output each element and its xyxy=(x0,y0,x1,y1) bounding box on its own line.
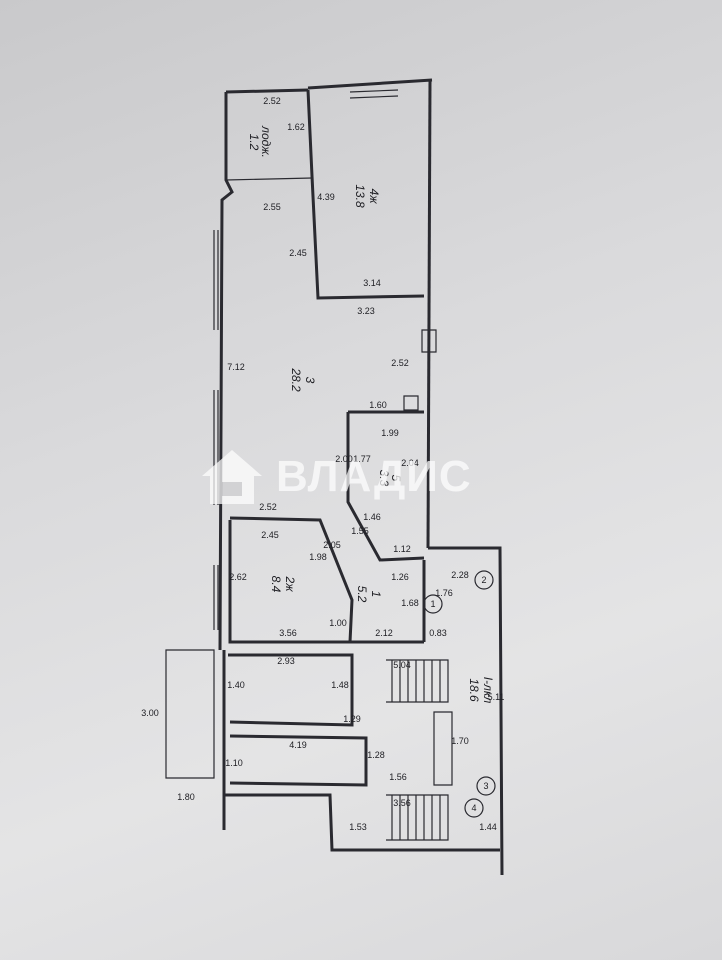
dimension-label: 3.23 xyxy=(357,306,375,316)
dimension-label: 0.83 xyxy=(429,628,447,638)
room-label-room4: 4ж xyxy=(367,189,381,205)
dimension-label: 1.62 xyxy=(287,122,305,132)
dimension-label: 1.99 xyxy=(381,428,399,438)
dimension-label: 2.52 xyxy=(263,96,281,106)
dimension-label: 1.53 xyxy=(349,822,367,832)
room-label-room1: 1 xyxy=(369,591,383,598)
dimension-label: 1.76 xyxy=(435,588,453,598)
marker-circle xyxy=(464,798,484,818)
dimension-label: 1.10 xyxy=(225,758,243,768)
watermark: ВЛАДИС xyxy=(200,447,530,507)
dimension-label: 1.98 xyxy=(309,552,327,562)
dimension-label: 1.70 xyxy=(451,736,469,746)
circle-markers: 1 2 3 4 xyxy=(423,570,496,818)
dimension-label: 2.52 xyxy=(259,502,277,512)
dimension-label: 1.44 xyxy=(479,822,497,832)
dimension-label: 1.26 xyxy=(391,572,409,582)
dimension-label: 4.39 xyxy=(317,192,335,202)
dimension-label: 1.68 xyxy=(401,598,419,608)
dimension-label: 2.04 xyxy=(401,458,419,468)
room-label-loggia: лодж. xyxy=(259,125,273,158)
dimension-label: 2.45 xyxy=(261,530,279,540)
dimension-label: 1.29 xyxy=(343,714,361,724)
dimension-label: 3.00 xyxy=(141,708,159,718)
room-area-room4: 13.8 xyxy=(353,184,367,208)
marker-label: 4 xyxy=(471,803,476,813)
dimension-label: 1.77 xyxy=(353,454,371,464)
marker-label: 2 xyxy=(481,575,486,585)
dimension-label: 2.12 xyxy=(375,628,393,638)
dimension-label: 1.56 xyxy=(389,772,407,782)
dimension-label: 3.56 xyxy=(393,798,411,808)
marker-circle xyxy=(423,594,443,614)
dimension-label: 1.80 xyxy=(177,792,195,802)
dimension-label: 2.28 xyxy=(451,570,469,580)
dimension-label: 3.14 xyxy=(363,278,381,288)
dimension-label: 1.12 xyxy=(393,544,411,554)
watermark-text: ВЛАДИС xyxy=(276,452,472,501)
room-label-room2: 2ж xyxy=(283,576,297,593)
dimension-label: 1.28 xyxy=(367,750,385,760)
dimension-label: 1.40 xyxy=(227,680,245,690)
room-label-room3: 3 xyxy=(303,377,317,384)
room-labels: лодж. 1.2 4ж 13.8 3 28.2 5 3.3 2ж 8.4 1 … xyxy=(247,125,495,703)
dimension-label: 5.11 xyxy=(488,692,505,702)
marker-circle xyxy=(476,776,496,796)
dimension-label: 2.55 xyxy=(263,202,281,212)
dimension-label: 4.19 xyxy=(289,740,307,750)
room-area-room2: 8.4 xyxy=(269,576,283,593)
house-logo-icon xyxy=(202,450,262,504)
room-area-room3: 28.2 xyxy=(289,367,303,392)
dimension-label: 1.00 xyxy=(329,618,347,628)
room-area-room1: 5.2 xyxy=(355,586,369,603)
room-area-stair: 18.6 xyxy=(467,678,481,702)
dimension-label: 2.93 xyxy=(277,656,295,666)
walls xyxy=(165,78,504,876)
dimension-label: 5.04 xyxy=(393,660,411,670)
marker-circle xyxy=(474,570,494,590)
dimension-label: 2.52 xyxy=(391,358,409,368)
dimension-label: 2.45 xyxy=(289,248,307,258)
dimension-label: 7.12 xyxy=(227,362,245,372)
dimension-labels: 2.52 1.62 2.55 4.39 2.45 3.14 3.23 2.52 … xyxy=(141,96,504,832)
dimension-label: 2.00 xyxy=(335,454,353,464)
dimension-label: 2.62 xyxy=(229,572,247,582)
room-label-stair: I-лкл xyxy=(481,677,495,704)
dimension-label: 1.46 xyxy=(363,512,381,522)
room-label-room5: 5 xyxy=(389,475,403,482)
dimension-label: 2.05 xyxy=(323,540,341,550)
marker-label: 3 xyxy=(483,781,488,791)
dimension-label: 1.60 xyxy=(369,400,387,410)
room-area-loggia: 1.2 xyxy=(247,134,261,151)
room-area-room5: 3.3 xyxy=(377,470,391,487)
dimension-label: 3.56 xyxy=(279,628,297,638)
dimension-label: 1.48 xyxy=(331,680,349,690)
marker-label: 1 xyxy=(430,599,435,609)
dimension-label: 1.55 xyxy=(351,526,369,536)
